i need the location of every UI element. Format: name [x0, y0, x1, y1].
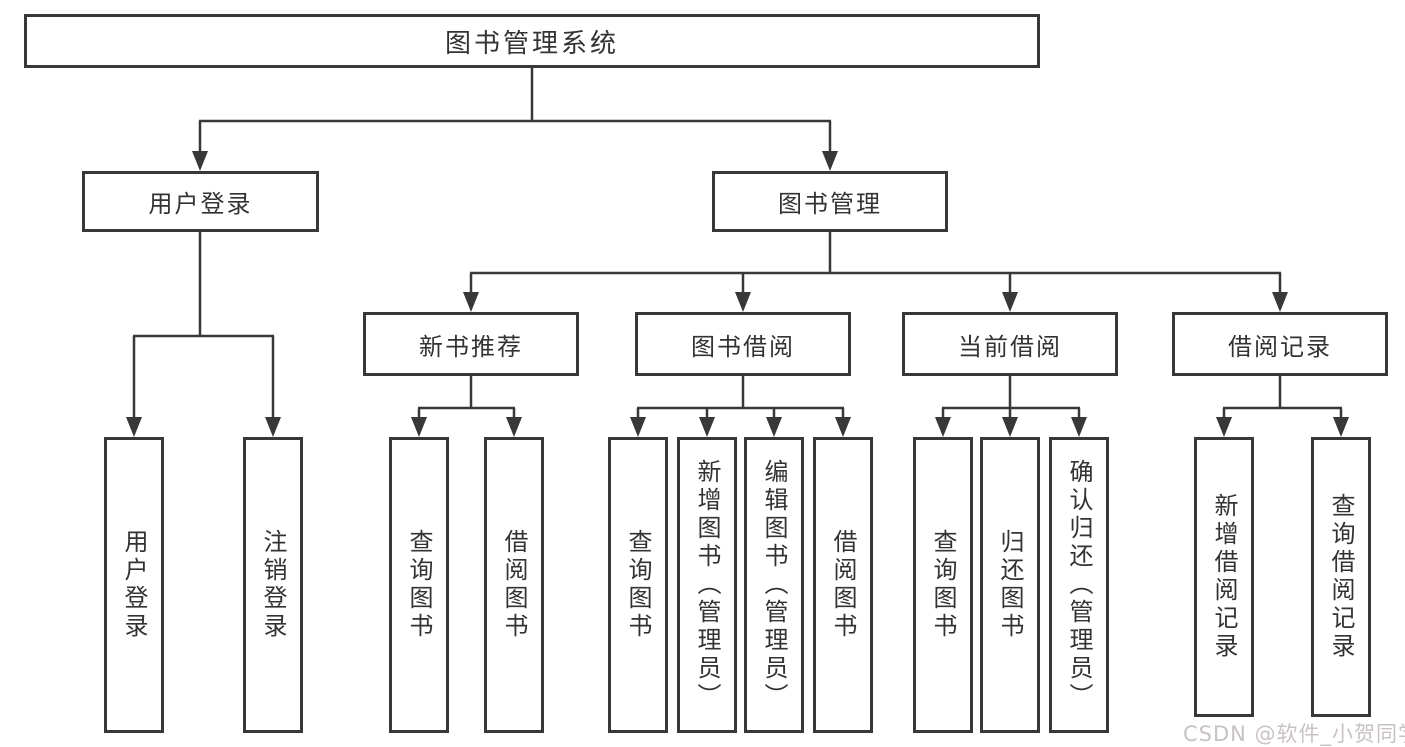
leaf-label: 借阅图书	[500, 529, 528, 641]
leaf-label: 借阅图书	[829, 529, 857, 641]
leaf-query-books: 查询图书	[913, 437, 973, 733]
node-borrowing-records: 借阅记录	[1172, 312, 1388, 376]
leaf-query-books: 查询图书	[608, 437, 668, 733]
leaf-logout: 注销登录	[243, 437, 303, 733]
leaf-query-books: 查询图书	[389, 437, 449, 733]
leaf-label: 编辑图书（管理员）	[760, 459, 788, 711]
node-current-borrowing: 当前借阅	[902, 312, 1118, 376]
leaf-label: 查询图书	[929, 529, 957, 641]
node-label: 当前借阅	[958, 332, 1062, 361]
leaf-label: 注销登录	[259, 529, 287, 641]
leaf-label: 查询借阅记录	[1327, 493, 1355, 661]
leaf-label: 新增借阅记录	[1210, 493, 1238, 661]
leaf-label: 查询图书	[624, 529, 652, 641]
leaf-borrow-books: 借阅图书	[484, 437, 544, 733]
leaf-query-borrow-record: 查询借阅记录	[1311, 437, 1371, 717]
node-label: 用户登录	[148, 190, 253, 218]
node-label: 借阅记录	[1228, 332, 1332, 361]
leaf-label: 新增图书（管理员）	[693, 459, 721, 711]
node-label: 图书借阅	[691, 332, 795, 361]
node-book-management: 图书管理	[712, 171, 948, 232]
node-book-borrowing: 图书借阅	[635, 312, 851, 376]
node-new-book-recommend: 新书推荐	[363, 312, 579, 376]
leaf-user-login: 用户登录	[104, 437, 164, 733]
leaf-confirm-return-admin: 确认归还（管理员）	[1049, 437, 1109, 733]
node-label: 图书管理系统	[444, 28, 619, 59]
leaf-add-books-admin: 新增图书（管理员）	[677, 437, 737, 733]
leaf-return-books: 归还图书	[980, 437, 1040, 733]
node-label: 图书管理	[778, 190, 882, 218]
csdn-watermark: CSDN @软件_小贺同学	[1183, 722, 1405, 746]
node-user-login: 用户登录	[82, 171, 319, 232]
node-label: 新书推荐	[419, 332, 523, 361]
leaf-label: 归还图书	[996, 529, 1024, 641]
leaf-label: 用户登录	[120, 529, 148, 641]
leaf-borrow-books: 借阅图书	[813, 437, 873, 733]
leaf-edit-books-admin: 编辑图书（管理员）	[744, 437, 804, 733]
leaf-label: 查询图书	[405, 529, 433, 641]
node-library-management-system: 图书管理系统	[24, 14, 1040, 68]
leaf-label: 确认归还（管理员）	[1065, 459, 1093, 711]
leaf-add-borrow-record: 新增借阅记录	[1194, 437, 1254, 717]
